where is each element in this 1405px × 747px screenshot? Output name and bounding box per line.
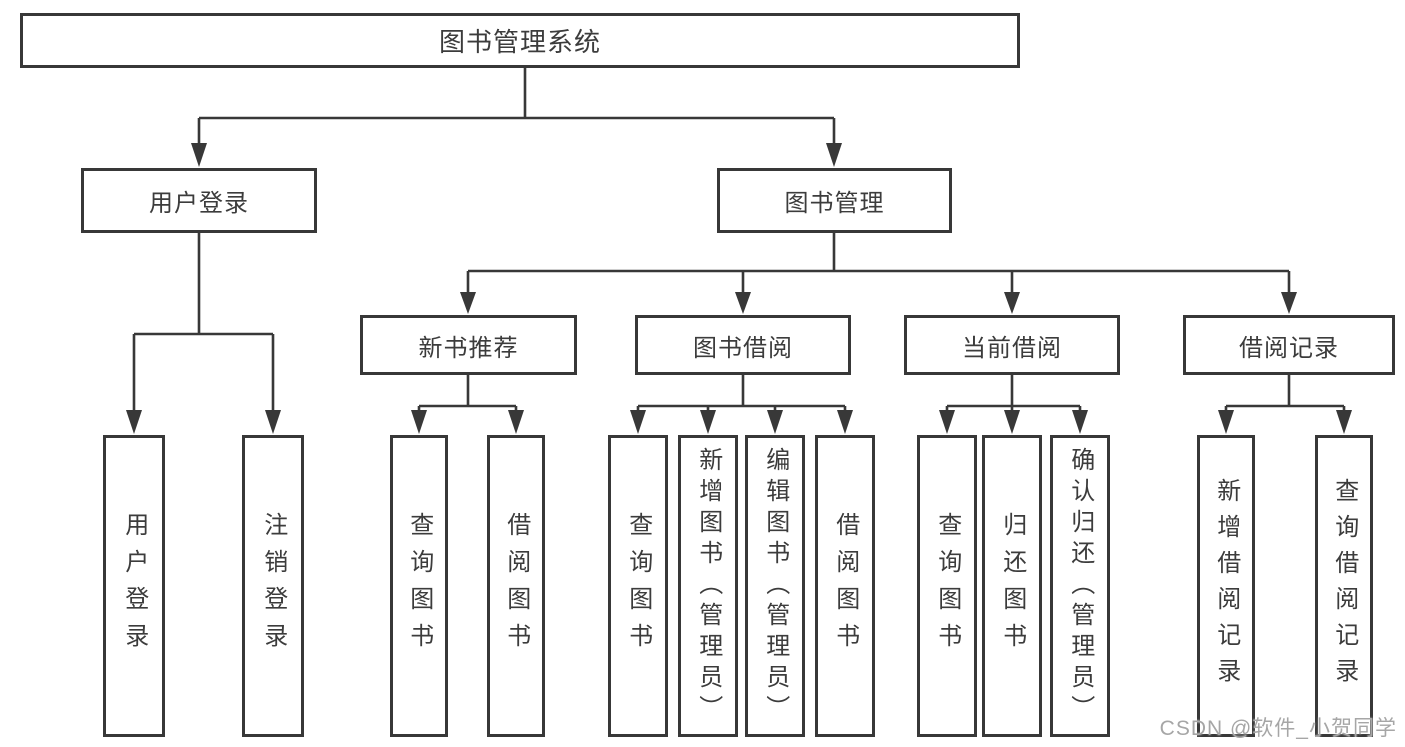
connector-current-borrow-to-leaves [939,375,1088,434]
leaf-edit-books-admin-label: 编辑图书（管理员） [761,446,789,726]
connector-user-login-to-leaves [126,233,281,434]
leaf-rec-borrow-books-label: 借阅图书 [502,512,530,660]
node-user-login: 用户登录 [81,168,317,233]
leaf-borrow-books-label: 借阅图书 [831,512,859,660]
leaf-add-books-admin-label: 新增图书（管理员） [694,446,722,726]
node-user-login-label: 用户登录 [149,190,249,217]
node-new-book-rec-label: 新书推荐 [418,334,519,362]
node-root: 图书管理系统 [20,13,1020,68]
leaf-rec-borrow-books: 借阅图书 [487,435,545,737]
node-borrow-records: 借阅记录 [1183,315,1395,375]
node-book-mgmt: 图书管理 [717,168,952,233]
node-root-label: 图书管理系统 [438,27,601,57]
connector-book-mgmt-to-level3 [460,233,1297,314]
connector-borrow-records-to-leaves [1218,375,1352,434]
leaf-borrow-query-books: 查询图书 [608,435,668,737]
leaf-add-borrow-record: 新增借阅记录 [1197,435,1255,737]
node-book-borrow-label: 图书借阅 [693,334,793,362]
leaf-current-query-books: 查询图书 [917,435,977,737]
node-book-mgmt-label: 图书管理 [784,190,885,217]
leaf-add-borrow-record-label: 新增借阅记录 [1212,478,1240,694]
node-current-borrow-label: 当前借阅 [962,334,1062,362]
leaf-logout: 注销登录 [242,435,304,737]
csdn-watermark: CSDN @软件_小贺同学 [1159,717,1397,740]
leaf-rec-query-books: 查询图书 [390,435,448,737]
leaf-return-books-label: 归还图书 [998,512,1026,660]
leaf-add-books-admin: 新增图书（管理员） [678,435,738,737]
leaf-confirm-return-admin: 确认归还（管理员） [1050,435,1110,737]
leaf-return-books: 归还图书 [982,435,1042,737]
leaf-user-login: 用户登录 [103,435,165,737]
connector-root-to-level2 [191,68,842,167]
leaf-rec-query-books-label: 查询图书 [405,512,433,660]
node-book-borrow: 图书借阅 [635,315,851,375]
leaf-query-borrow-record-label: 查询借阅记录 [1330,478,1358,694]
leaf-query-borrow-record: 查询借阅记录 [1315,435,1373,737]
leaf-borrow-books: 借阅图书 [815,435,875,737]
node-current-borrow: 当前借阅 [904,315,1120,375]
node-new-book-rec: 新书推荐 [360,315,577,375]
node-borrow-records-label: 借阅记录 [1239,334,1339,362]
leaf-user-login-label: 用户登录 [120,512,148,660]
leaf-borrow-query-books-label: 查询图书 [624,512,652,660]
connector-book-borrow-to-leaves [630,375,853,434]
leaf-confirm-return-admin-label: 确认归还（管理员） [1066,446,1094,726]
leaf-edit-books-admin: 编辑图书（管理员） [745,435,805,737]
leaf-logout-label: 注销登录 [259,512,287,660]
connector-new-book-rec-to-leaves [411,375,524,434]
leaf-current-query-books-label: 查询图书 [933,512,961,660]
